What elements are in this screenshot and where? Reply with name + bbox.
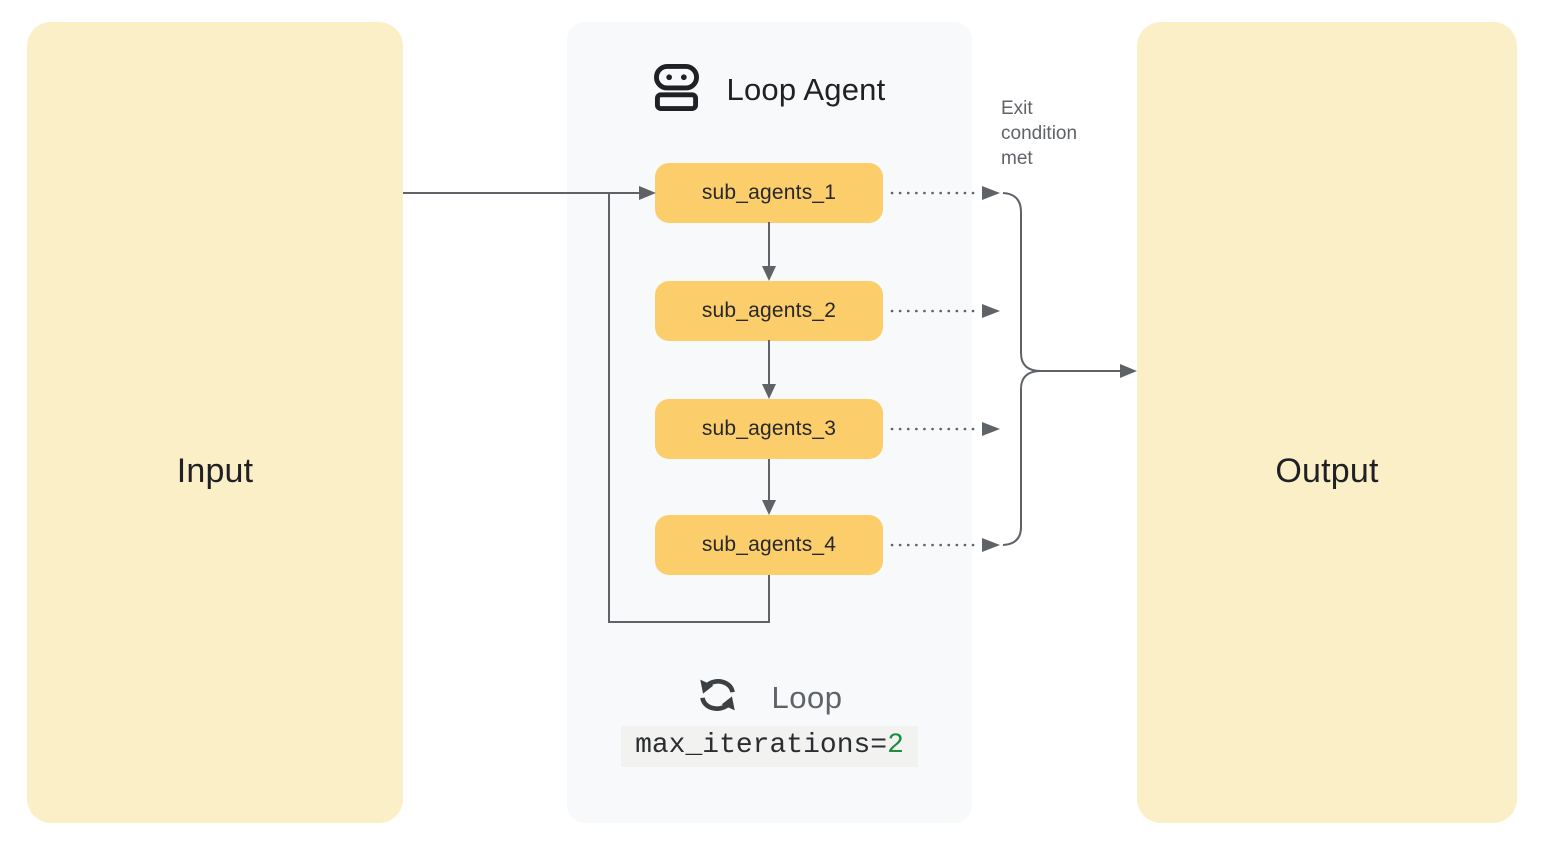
input-box: Input: [27, 22, 403, 823]
sub-agent-node-3: sub_agents_3: [655, 399, 883, 459]
loop-agent-title: Loop Agent: [726, 72, 886, 107]
output-box: Output: [1137, 22, 1517, 823]
max-iterations-code: max_iterations=2: [621, 726, 918, 767]
sub-agent-node-1: sub_agents_1: [655, 163, 883, 223]
robot-icon: [653, 64, 699, 116]
exit-arrowhead-2: [982, 304, 1000, 318]
sub-agent-label: sub_agents_2: [701, 299, 837, 322]
sub-agent-label: sub_agents_1: [701, 181, 837, 204]
sub-agent-node-2: sub_agents_2: [655, 281, 883, 341]
code-prefix: max_iterations=: [635, 730, 888, 761]
sub-agent-label: sub_agents_3: [701, 417, 837, 440]
merge-bracket-bottom: [1002, 370, 1042, 546]
code-value: 2: [887, 730, 904, 761]
merge-bracket-top: [1002, 192, 1042, 372]
exit-arrowhead-4: [982, 538, 1000, 552]
exit-arrowhead-1: [982, 186, 1000, 200]
sub-agent-node-4: sub_agents_4: [655, 515, 883, 575]
input-label: Input: [176, 452, 254, 490]
exit-arrowhead-3: [982, 422, 1000, 436]
loop-label: Loop: [771, 679, 843, 715]
sub-agent-label: sub_agents_4: [701, 533, 837, 556]
loop-icon: [697, 677, 738, 718]
output-label: Output: [1275, 452, 1379, 490]
output-arrowhead: [1120, 364, 1137, 378]
loop-footer: Loop: [567, 677, 972, 718]
loop-agent-header: Loop Agent: [567, 64, 972, 116]
code-row: max_iterations=2: [567, 726, 972, 767]
exit-condition-label: Exit condition met: [1001, 98, 1078, 169]
